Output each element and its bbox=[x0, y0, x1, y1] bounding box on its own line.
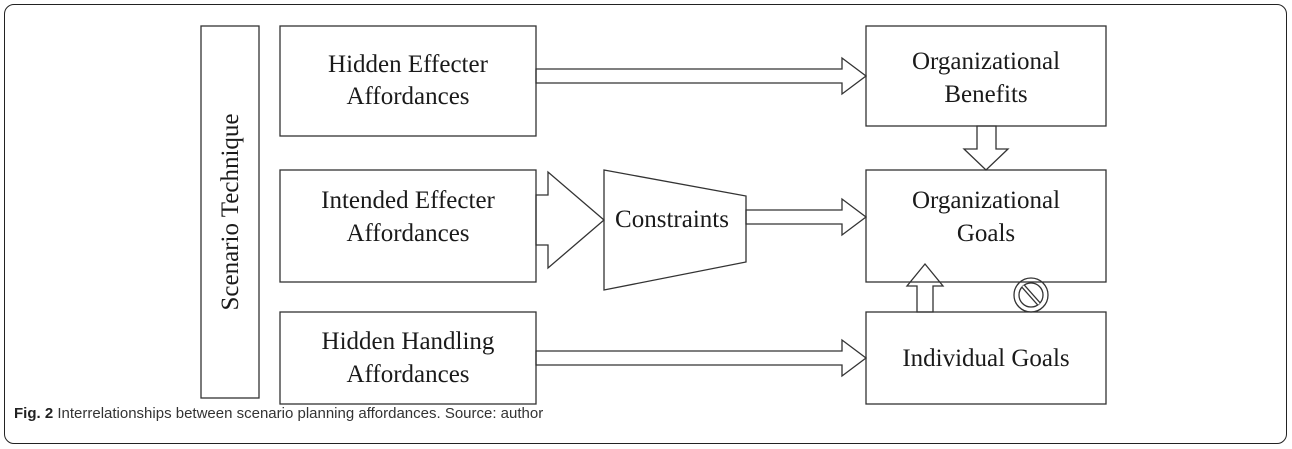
arrow-individual-to-goals bbox=[905, 262, 945, 313]
arrow-handling-to-individual bbox=[535, 338, 868, 378]
arrow-intended-to-constraints bbox=[535, 170, 605, 270]
org-goals-label-line2: Goals bbox=[957, 220, 1015, 247]
hidden-handling-label-line2: Affordances bbox=[346, 361, 469, 388]
prohibited-icon bbox=[1013, 277, 1049, 313]
arrow-constraints-to-goals bbox=[745, 197, 868, 237]
intended-effecter-label-line1: Intended Effecter bbox=[321, 187, 495, 214]
hidden-effecter-label-line2: Affordances bbox=[346, 83, 469, 110]
figure-caption: Fig. 2 Interrelationships between scenar… bbox=[14, 405, 543, 422]
scenario-technique-bar bbox=[200, 25, 260, 399]
org-benefits-box bbox=[865, 25, 1107, 127]
constraints-label: Constraints bbox=[615, 206, 729, 233]
intended-effecter-label-line2: Affordances bbox=[346, 220, 469, 247]
arrow-benefits-to-goals bbox=[962, 125, 1010, 171]
figure-number: Fig. 2 bbox=[14, 405, 54, 422]
figure-caption-text: Interrelationships between scenario plan… bbox=[57, 405, 544, 422]
hidden-handling-box bbox=[279, 311, 537, 405]
org-benefits-label-line2: Benefits bbox=[944, 81, 1027, 108]
org-goals-label-line1: Organizational bbox=[912, 187, 1060, 214]
hidden-handling-label-line1: Hidden Handling bbox=[322, 328, 495, 355]
constraints-shape bbox=[603, 169, 747, 291]
hidden-effecter-label-line1: Hidden Effecter bbox=[328, 51, 489, 78]
scenario-technique-label: Scenario Technique bbox=[217, 113, 244, 310]
arrow-hidden-effecter-to-benefits bbox=[535, 56, 868, 96]
org-benefits-label-line1: Organizational bbox=[912, 48, 1060, 75]
hidden-effecter-box bbox=[279, 25, 537, 137]
figure-border bbox=[4, 4, 1287, 444]
individual-goals-label: Individual Goals bbox=[902, 345, 1069, 372]
